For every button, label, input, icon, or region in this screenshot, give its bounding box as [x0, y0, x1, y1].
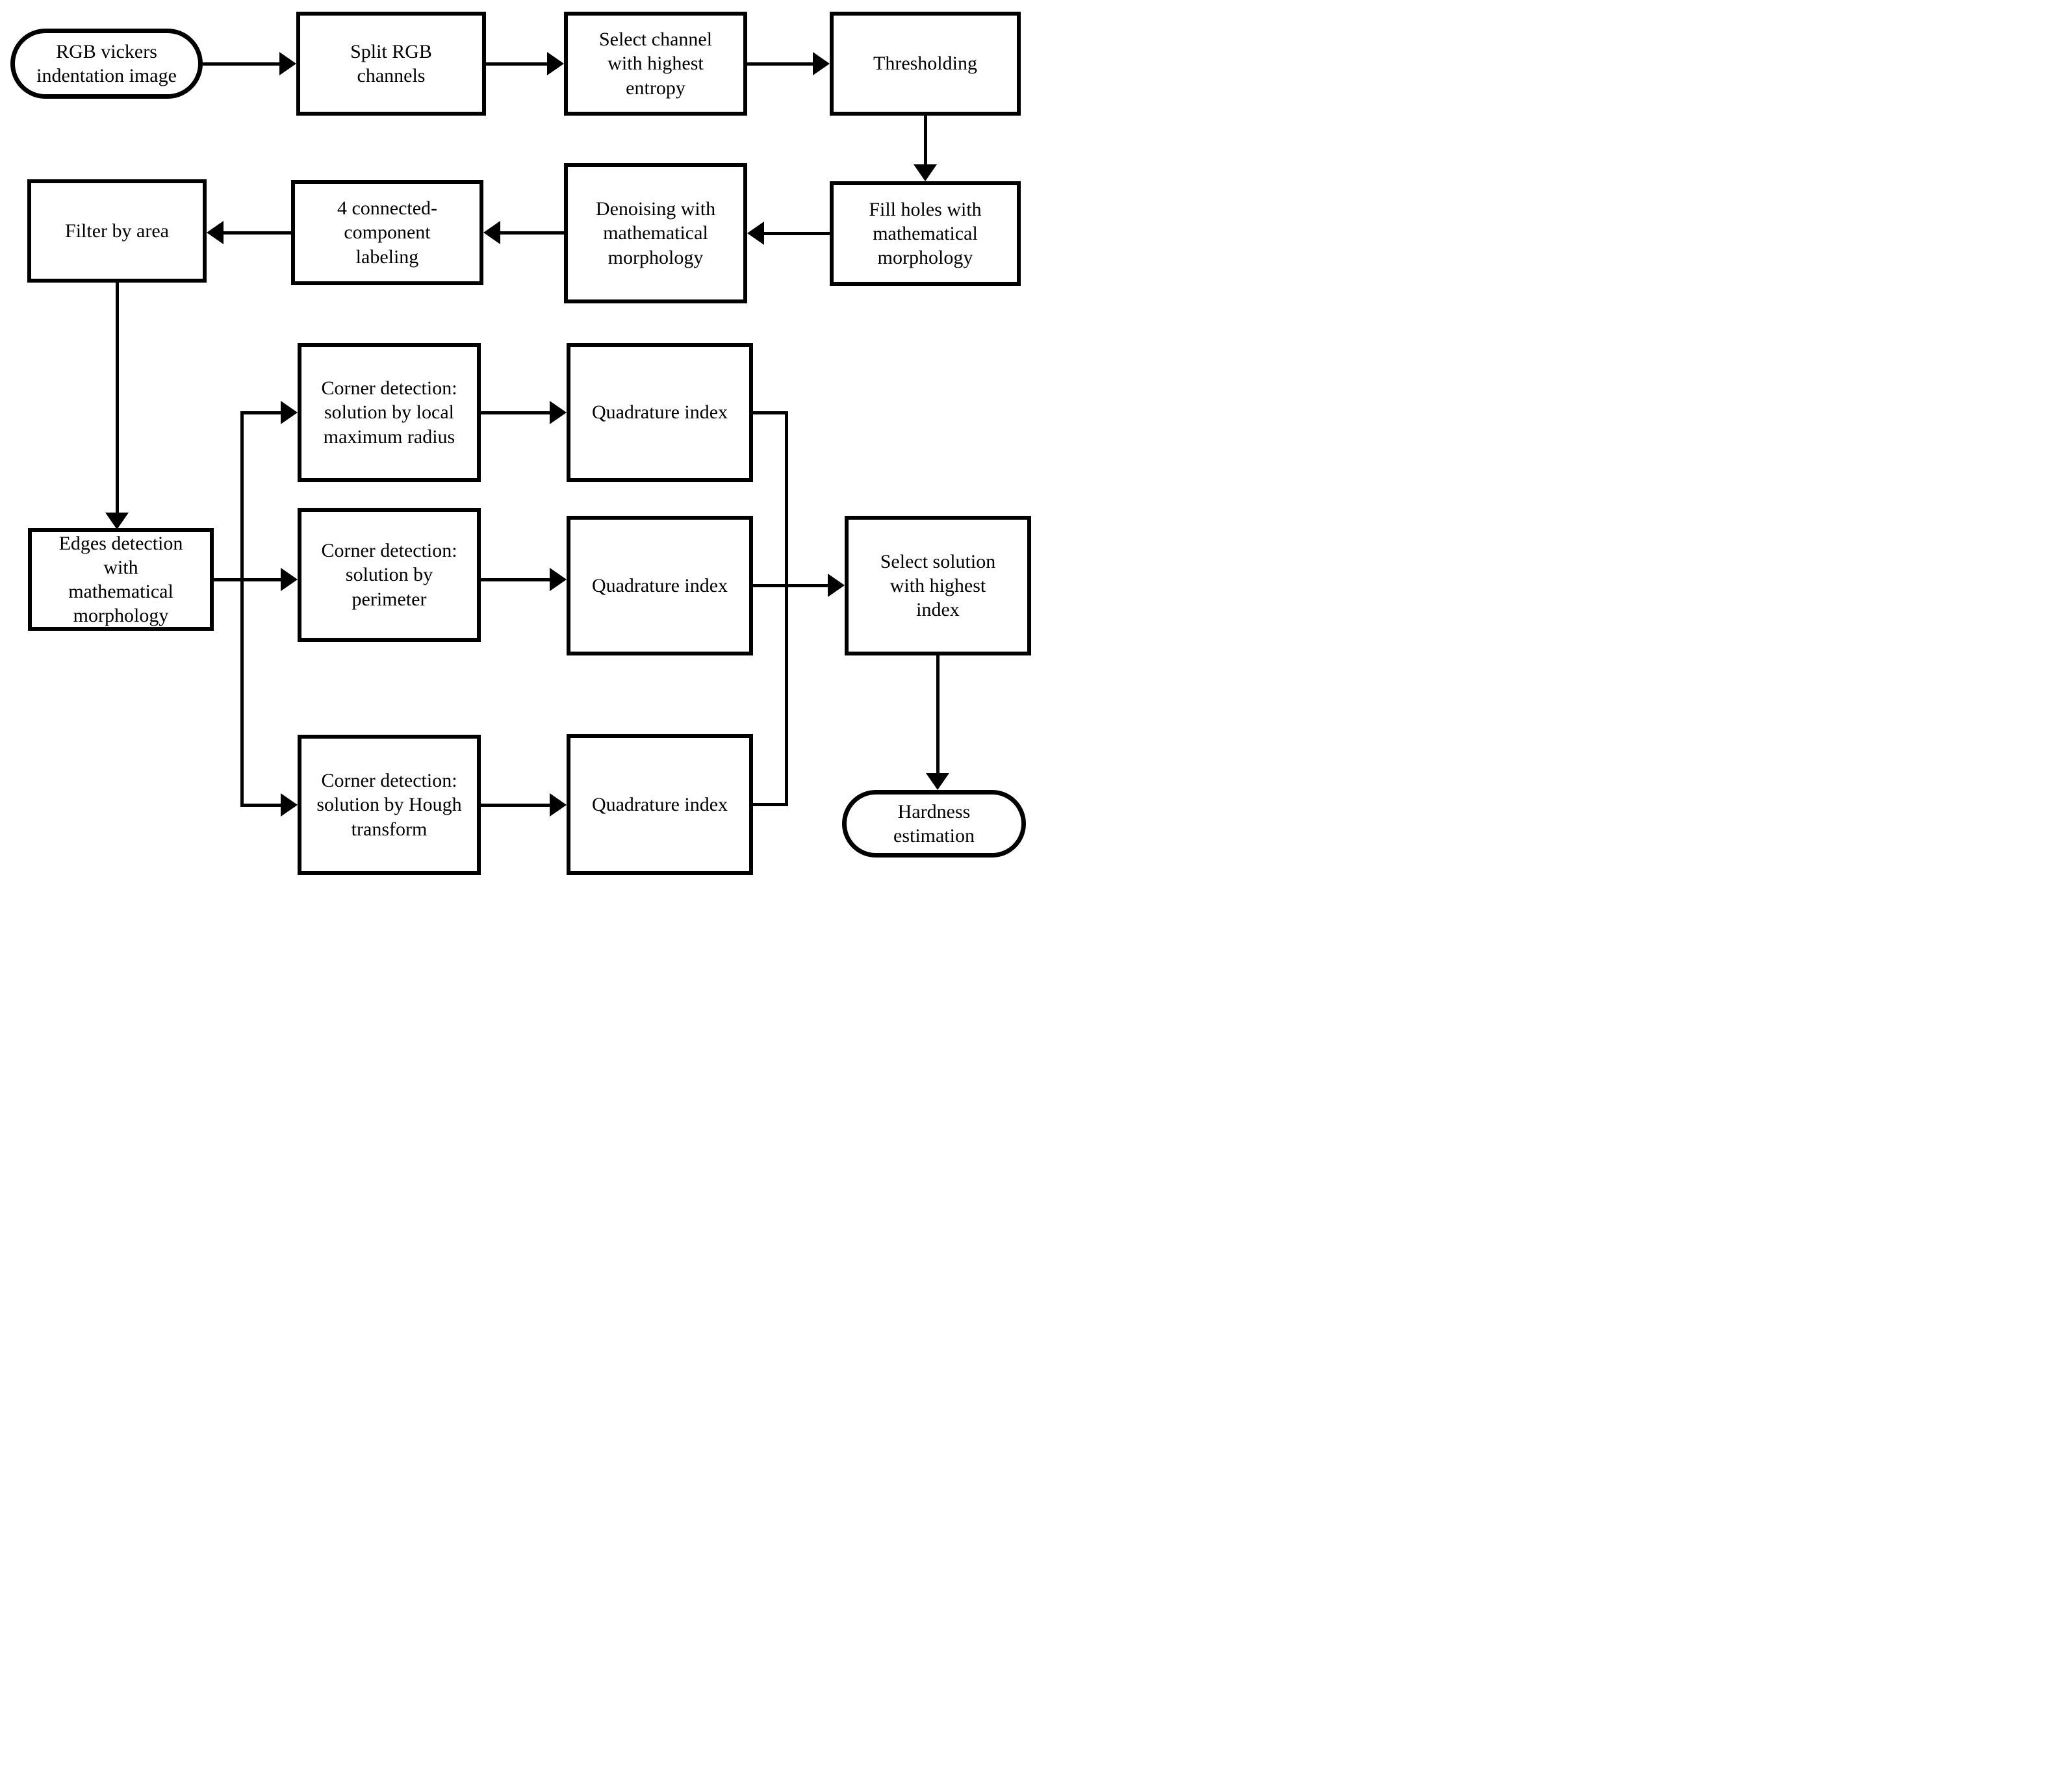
arrowhead-filter-to-edges-icon — [105, 513, 129, 529]
node-corner-detection-perimeter: Corner detection: solution by perimeter — [298, 508, 481, 642]
connector-split-to-select-line — [486, 62, 548, 66]
arrowhead-fillholes-to-denoising-icon — [747, 222, 764, 245]
connector-labeling-to-filter-line — [222, 231, 291, 235]
node-quadrature-index-2: Quadrature index — [567, 516, 753, 655]
arrowhead-branch-to-corner-hough-icon — [281, 793, 298, 817]
connector-branch-to-corner-hough-line — [240, 804, 281, 807]
connector-quadrature1-out-line — [753, 411, 788, 414]
arrowhead-hough-to-quadrature3-icon — [550, 793, 567, 817]
connector-filter-to-edges-line — [116, 283, 119, 514]
node-quadrature-index-1: Quadrature index — [567, 343, 753, 482]
connector-select-to-hardness-line — [936, 655, 940, 774]
arrowhead-radius-to-quadrature1-icon — [550, 401, 567, 424]
arrowhead-quadrature2-to-select-icon — [828, 574, 845, 597]
connector-merge-vertical-line — [785, 411, 788, 806]
node-connected-component-labeling: 4 connected- component labeling — [291, 180, 483, 285]
arrowhead-branch-to-corner-radius-icon — [281, 401, 298, 424]
node-hardness-estimation: Hardness estimation — [842, 790, 1026, 858]
arrowhead-denoising-to-labeling-icon — [483, 221, 500, 244]
node-quadrature-index-3: Quadrature index — [567, 734, 753, 875]
connector-edges-branch-vertical-line — [240, 411, 244, 806]
connector-fillholes-to-denoising-line — [763, 232, 830, 235]
arrowhead-branch-to-corner-perimeter-icon — [281, 568, 298, 591]
connector-edges-branch-stub-line — [214, 578, 244, 581]
arrowhead-labeling-to-filter-icon — [207, 221, 224, 244]
arrowhead-perimeter-to-quadrature2-icon — [550, 568, 567, 591]
arrowhead-thresholding-to-fillholes-icon — [914, 164, 937, 181]
node-select-solution: Select solution with highest index — [845, 516, 1031, 655]
arrowhead-select-to-hardness-icon — [926, 773, 949, 790]
connector-select-to-thresholding-line — [747, 62, 814, 66]
connector-quadrature2-to-select-line — [753, 584, 828, 587]
node-rgb-vickers-input: RGB vickers indentation image — [10, 29, 203, 99]
node-select-channel-entropy: Select channel with highest entropy — [564, 12, 747, 116]
node-corner-detection-radius: Corner detection: solution by local maxi… — [298, 343, 481, 482]
connector-perimeter-to-quadrature2-line — [481, 578, 550, 581]
node-denoising: Denoising with mathematical morphology — [564, 163, 747, 303]
flowchart: RGB vickers indentation image Split RGB … — [0, 0, 1036, 884]
connector-thresholding-to-fillholes-line — [924, 116, 927, 166]
connector-radius-to-quadrature1-line — [481, 411, 550, 414]
node-thresholding: Thresholding — [830, 12, 1021, 116]
node-fill-holes: Fill holes with mathematical morphology — [830, 181, 1021, 286]
node-corner-detection-hough: Corner detection: solution by Hough tran… — [298, 735, 481, 875]
node-split-rgb-channels: Split RGB channels — [296, 12, 486, 116]
arrowhead-input-to-split-icon — [279, 52, 296, 75]
connector-hough-to-quadrature3-line — [481, 804, 550, 807]
connector-denoising-to-labeling-line — [499, 231, 564, 235]
arrowhead-split-to-select-icon — [547, 52, 564, 75]
connector-quadrature3-out-line — [753, 803, 788, 806]
node-edges-detection: Edges detection with mathematical morpho… — [28, 528, 214, 631]
node-filter-by-area: Filter by area — [27, 179, 207, 283]
arrowhead-select-to-thresholding-icon — [813, 52, 830, 75]
connector-branch-to-corner-radius-line — [240, 411, 281, 414]
connector-branch-to-corner-perimeter-line — [240, 578, 281, 581]
connector-input-to-split-line — [203, 62, 281, 66]
